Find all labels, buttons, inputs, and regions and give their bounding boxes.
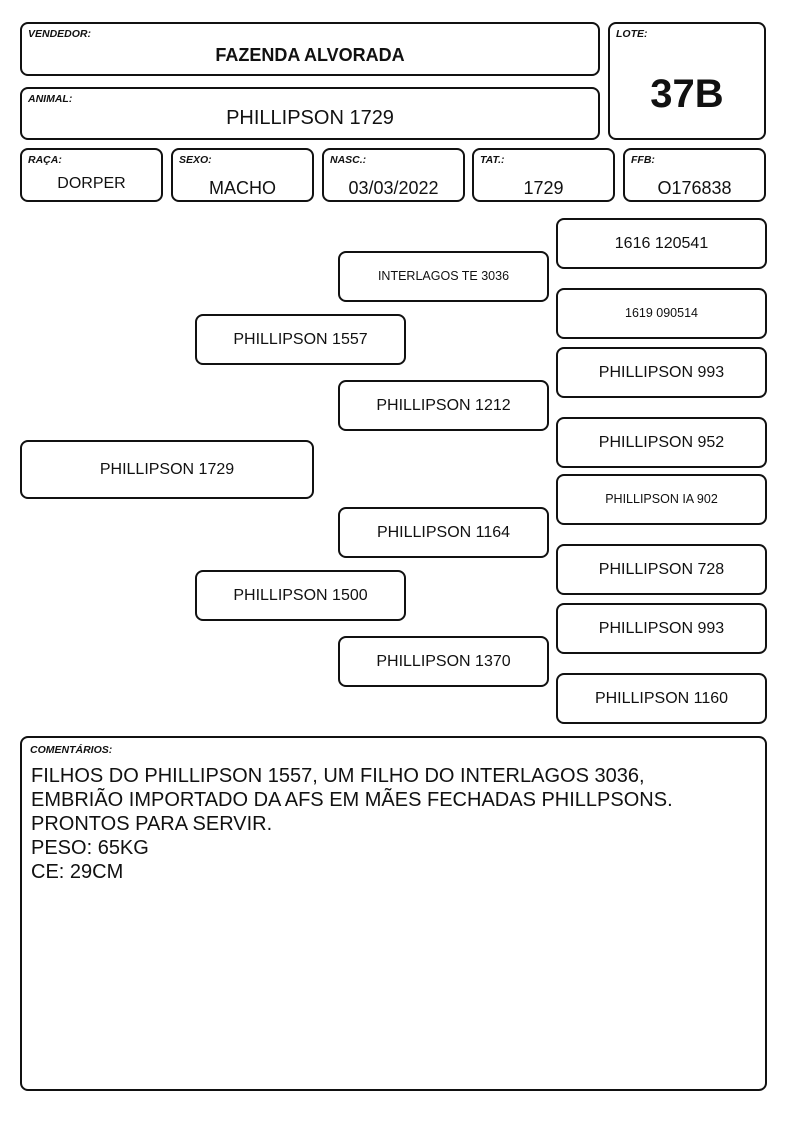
animal-label: ANIMAL:	[28, 93, 73, 105]
tat-value: 1729	[523, 178, 564, 198]
ffb-label: FFB:	[631, 154, 655, 166]
vendedor-label: VENDEDOR:	[28, 28, 92, 40]
pedigree-ss-sire: 1616 120541	[556, 218, 767, 269]
tat-label: TAT.:	[480, 154, 505, 166]
raca-field: RAÇA: DORPER	[20, 148, 163, 202]
lote-value: 37B	[650, 72, 724, 116]
pedigree-ds-sire: PHILLIPSON IA 902	[556, 474, 767, 525]
pedigree-ss-dam: 1619 090514	[556, 288, 767, 339]
pedigree-animal: PHILLIPSON 1729	[20, 440, 314, 499]
nasc-field: NASC.: 03/03/2022	[322, 148, 465, 202]
pedigree-sire-sire: INTERLAGOS TE 3036	[338, 251, 549, 302]
ffb-field: FFB: O176838	[623, 148, 766, 202]
tat-field: TAT.: 1729	[472, 148, 615, 202]
comments-box: COMENTÁRIOS: FILHOS DO PHILLIPSON 1557, …	[20, 736, 767, 1091]
sexo-label: SEXO:	[179, 154, 212, 166]
animal-value: PHILLIPSON 1729	[226, 107, 394, 129]
raca-value: DORPER	[57, 175, 126, 192]
pedigree-sire: PHILLIPSON 1557	[195, 314, 406, 365]
pedigree-sd-sire: PHILLIPSON 993	[556, 347, 767, 398]
vendedor-field: VENDEDOR: FAZENDA ALVORADA	[20, 22, 600, 76]
ffb-value: O176838	[657, 178, 732, 198]
vendedor-value: FAZENDA ALVORADA	[215, 45, 405, 65]
pedigree-sire-dam: PHILLIPSON 1212	[338, 380, 549, 431]
pedigree-dd-sire: PHILLIPSON 993	[556, 603, 767, 654]
comments-label: COMENTÁRIOS:	[30, 744, 113, 756]
raca-label: RAÇA:	[28, 154, 62, 166]
lote-field: LOTE: 37B	[608, 22, 766, 140]
nasc-value: 03/03/2022	[348, 178, 439, 198]
pedigree-dd-dam: PHILLIPSON 1160	[556, 673, 767, 724]
nasc-label: NASC.:	[330, 154, 367, 166]
sexo-field: SEXO: MACHO	[171, 148, 314, 202]
pedigree-dam: PHILLIPSON 1500	[195, 570, 406, 621]
pedigree-dam-sire: PHILLIPSON 1164	[338, 507, 549, 558]
lote-label: LOTE:	[616, 28, 648, 40]
sexo-value: MACHO	[209, 178, 276, 198]
animal-field: ANIMAL: PHILLIPSON 1729	[20, 87, 600, 140]
pedigree-ds-dam: PHILLIPSON 728	[556, 544, 767, 595]
comments-text: FILHOS DO PHILLIPSON 1557, UM FILHO DO I…	[31, 765, 673, 883]
pedigree-sd-dam: PHILLIPSON 952	[556, 417, 767, 468]
pedigree-dam-dam: PHILLIPSON 1370	[338, 636, 549, 687]
